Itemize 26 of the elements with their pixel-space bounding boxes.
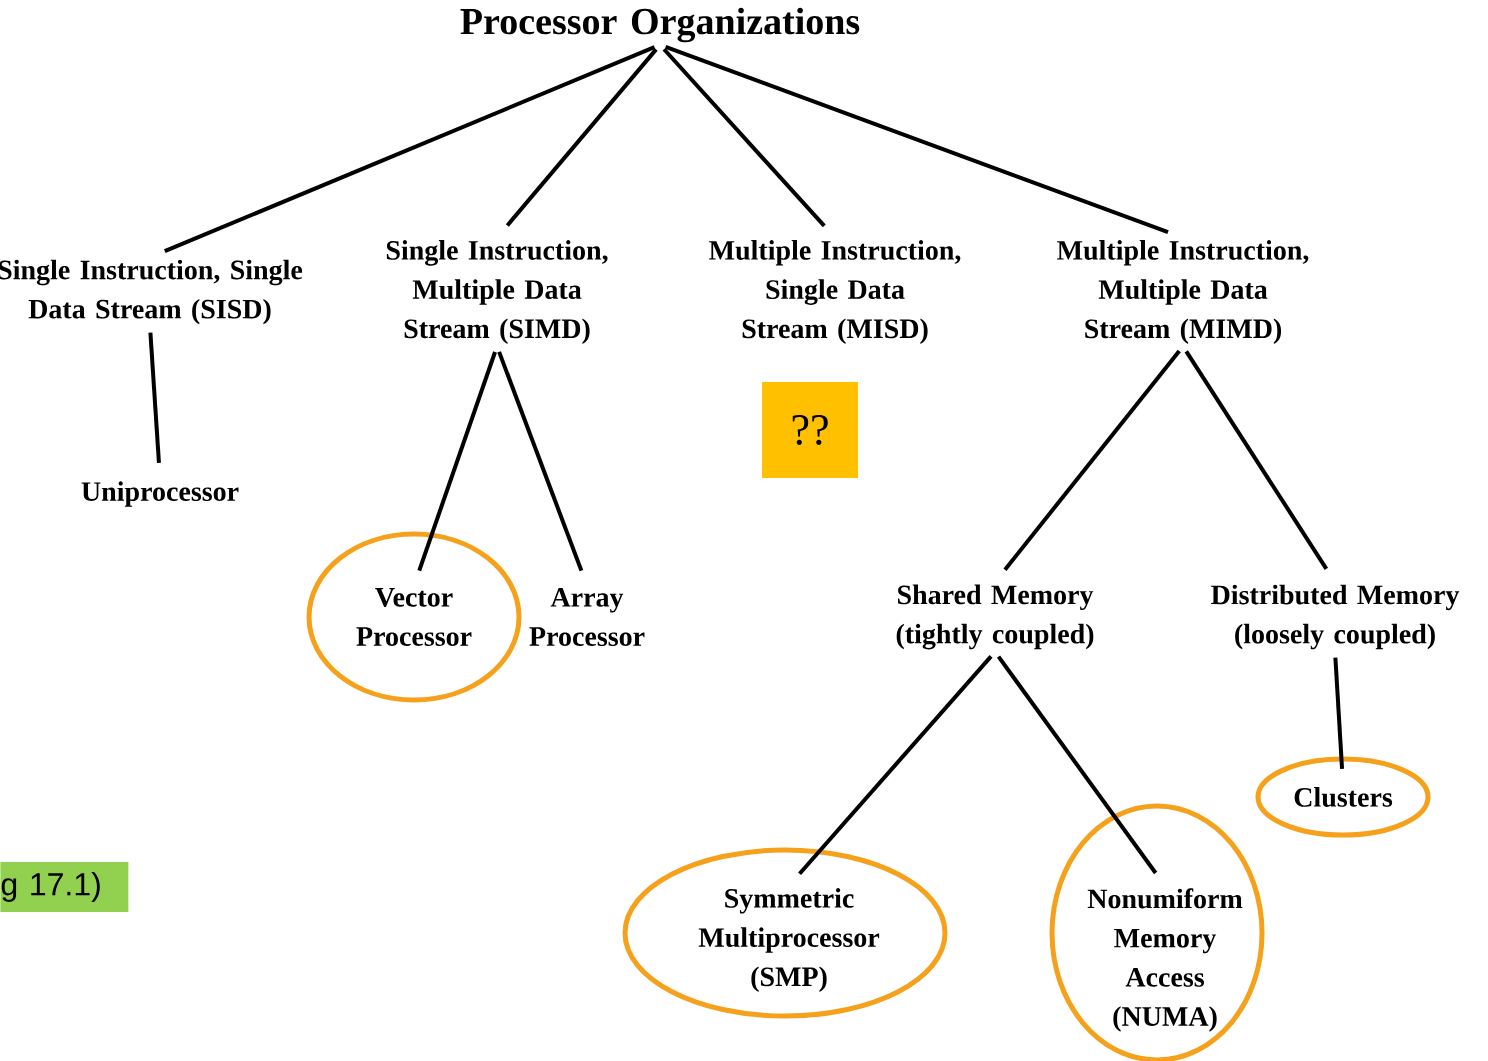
- connector-line: [1003, 349, 1181, 571]
- connector-line: [148, 332, 161, 464]
- question-box: ??: [762, 382, 858, 478]
- connector-line: [505, 48, 658, 227]
- leaf-label: Symmetric Multiprocessor (SMP): [698, 888, 880, 992]
- category-label: Multiple Instruction, Single Data Stream (MISD): [709, 240, 961, 344]
- connector-line: [798, 655, 993, 876]
- connector-line: [1333, 657, 1345, 769]
- leaf-label: Array Processor: [529, 588, 645, 646]
- figure-reference-label: g 17.1): [0, 862, 129, 912]
- connector-line: [664, 44, 1169, 235]
- connector-line: [1184, 350, 1329, 570]
- category-label: Distributed Memory (loosely coupled): [1211, 584, 1460, 650]
- connector-line: [996, 655, 1158, 875]
- leaf-label: Vector Processor: [356, 588, 472, 646]
- connector-line: [662, 47, 826, 228]
- title-text: Processor Organizations: [460, 7, 860, 43]
- leaf-label: Uniprocessor: [81, 481, 239, 507]
- category-label: Shared Memory (tightly coupled): [896, 584, 1094, 650]
- leaf-label: Nonumiform Memory Access (NUMA): [1087, 888, 1243, 1032]
- leaf-label: Clusters: [1294, 787, 1393, 807]
- category-label: Single Instruction, Multiple Data Stream (SIMD): [386, 240, 608, 344]
- connector-line: [164, 45, 656, 253]
- category-label: Multiple Instruction, Multiple Data Stream (MIMD): [1057, 240, 1309, 344]
- connector-line: [497, 351, 584, 572]
- connector-line: [417, 351, 497, 572]
